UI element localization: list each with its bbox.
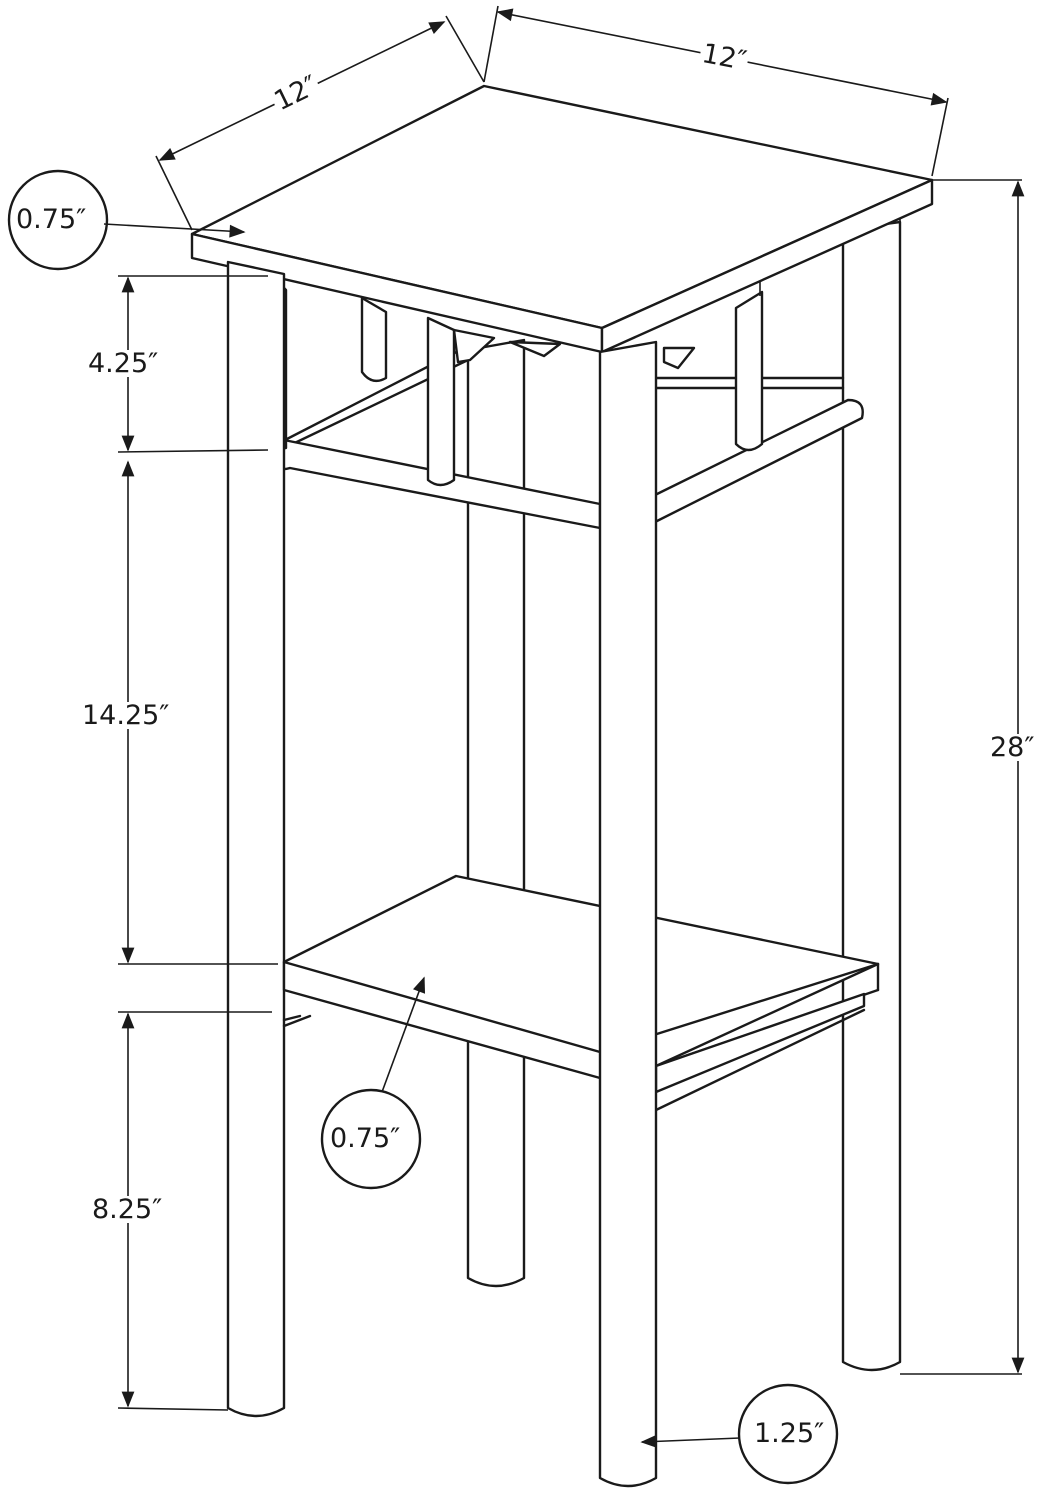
bottom-clearance-label: 8.25″ [90,1194,165,1225]
top-thickness-callout: 0.75″ [16,204,87,235]
leg-diameter-callout: 1.25″ [754,1418,825,1449]
total-height-label: 28″ [988,732,1037,763]
apron-rails [269,343,864,530]
table-top [190,84,934,354]
shelf-thickness-callout: 0.75″ [330,1123,401,1154]
back-right-leg [841,220,902,1372]
middle-gap-label: 14.25″ [80,700,172,731]
apron-brackets [266,270,764,487]
apron-height-label: 4.25″ [86,348,161,379]
lower-shelf [282,874,880,1112]
front-right-leg [598,340,658,1488]
front-left-leg [226,260,286,1418]
